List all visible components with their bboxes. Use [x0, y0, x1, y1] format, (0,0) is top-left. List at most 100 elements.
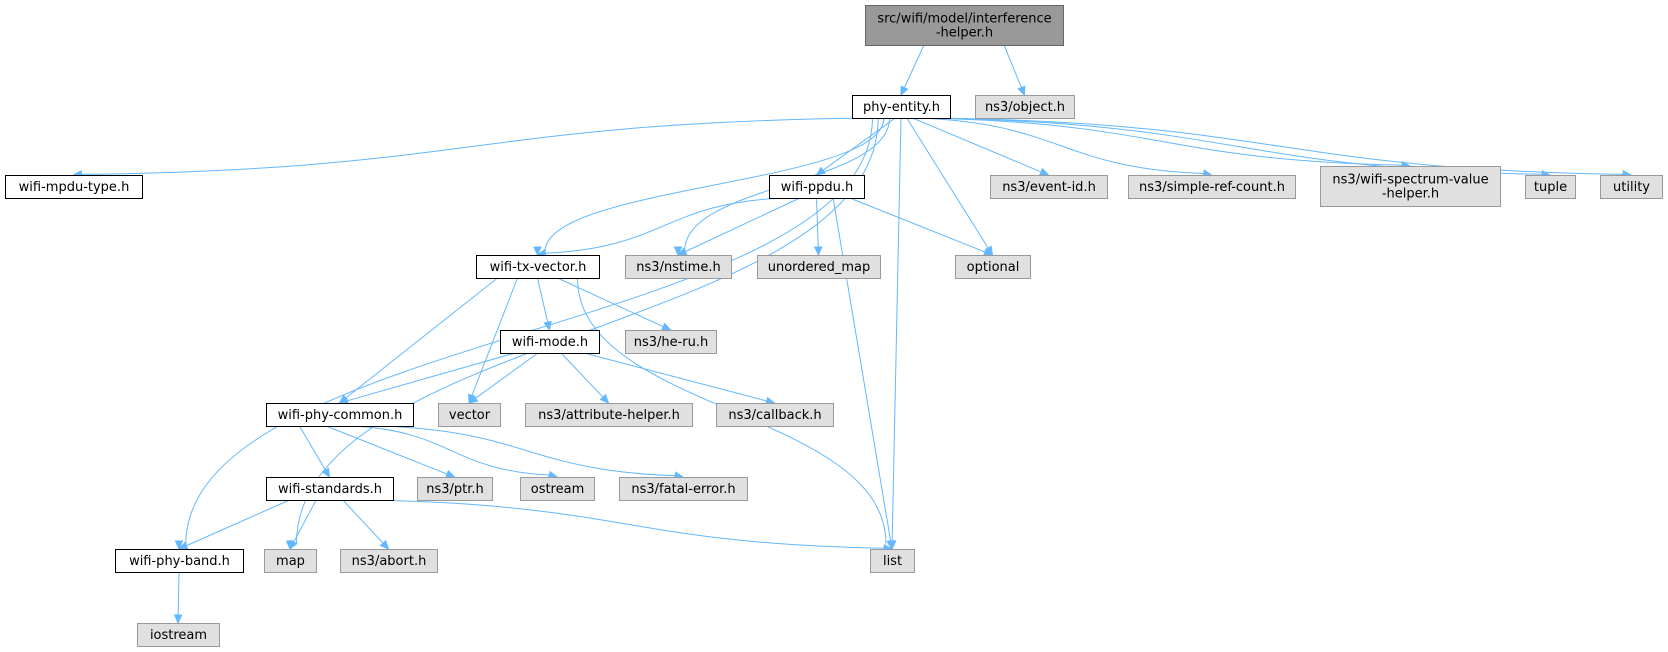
edge-src-wifi-model-interference-helper-h-to-ns3-object-h	[1003, 44, 1022, 88]
node-box	[525, 403, 693, 427]
node-wifi-mpdu-type-h[interactable]: wifi-mpdu-type.h	[5, 175, 143, 199]
arrowhead-ns3-attribute-helper-h	[599, 393, 610, 404]
node-box	[1320, 166, 1501, 207]
node-label: utility	[1613, 180, 1650, 195]
arrowhead-iostream	[173, 614, 183, 625]
node-wifi-ppdu-h[interactable]: wifi-ppdu.h	[769, 175, 865, 199]
node-box	[769, 175, 865, 199]
edge-wifi-tx-vector-h-to-wifi-phy-common-h	[345, 277, 498, 399]
edge-wifi-tx-vector-h-to-wifi-mode-h	[537, 277, 549, 323]
edge-wifi-ppdu-h-to-optional	[849, 197, 986, 253]
node-box	[865, 5, 1064, 46]
node-list: list	[870, 549, 915, 573]
node-label: map	[276, 554, 305, 569]
node-label: tuple	[1534, 180, 1567, 195]
node-label: -helper.h	[936, 26, 993, 41]
edges-layer	[72, 44, 1633, 625]
node-box	[716, 403, 834, 427]
node-wifi-tx-vector-h[interactable]: wifi-tx-vector.h	[476, 255, 600, 279]
arrowhead-ns3-ptr-h	[445, 469, 456, 478]
arrowhead-phy-entity-h	[900, 85, 909, 97]
node-wifi-mode-h[interactable]: wifi-mode.h	[500, 330, 600, 354]
arrowhead-wifi-tx-vector-h	[533, 246, 542, 257]
nodes-layer: src/wifi/model/interference-helper.h phy-…	[5, 5, 1663, 647]
arrowhead-map	[289, 539, 298, 551]
node-box	[955, 255, 1031, 279]
arrowhead-ns3-abort-h	[379, 539, 390, 550]
edge-wifi-phy-common-h-to-ns3-ptr-h	[325, 425, 448, 475]
node-src-wifi-model-interference-helper-h[interactable]: src/wifi/model/interference-helper.h	[865, 5, 1064, 46]
node-ostream: ostream	[520, 477, 595, 501]
node-ns3-abort-h: ns3/abort.h	[340, 549, 438, 573]
arrowhead-ns3-nstime-h	[676, 247, 688, 256]
edge-phy-entity-h-to-list	[891, 117, 902, 542]
node-wifi-standards-h[interactable]: wifi-standards.h	[266, 477, 394, 501]
edge-wifi-tx-vector-h-to-vector	[471, 277, 518, 396]
edge-phy-entity-h-to-tuple	[929, 117, 1543, 175]
edge-phy-entity-h-to-ns3-event-id-h	[912, 117, 1042, 173]
node-wifi-phy-common-h[interactable]: wifi-phy-common.h	[266, 403, 414, 427]
node-unordered-map: unordered_map	[757, 255, 881, 279]
edge-wifi-standards-h-to-list	[369, 499, 885, 549]
node-ns3-ptr-h: ns3/ptr.h	[417, 477, 493, 501]
node-box	[1600, 175, 1663, 199]
node-wifi-phy-band-h[interactable]: wifi-phy-band.h	[115, 549, 244, 573]
node-label: ns3/he-ru.h	[634, 335, 709, 350]
node-box	[520, 477, 595, 501]
node-box	[870, 549, 915, 573]
node-box	[417, 477, 493, 501]
node-label: ns3/simple-ref-count.h	[1139, 180, 1285, 195]
edge-phy-entity-h-to-wifi-ppdu-h	[822, 117, 896, 171]
node-box	[137, 623, 220, 647]
node-box	[625, 255, 732, 279]
node-label: ns3/nstime.h	[636, 260, 720, 275]
node-ns3-fatal-error-h: ns3/fatal-error.h	[619, 477, 748, 501]
node-ns3-nstime-h: ns3/nstime.h	[625, 255, 732, 279]
node-label: optional	[967, 260, 1020, 275]
node-box	[266, 403, 414, 427]
node-box	[1525, 175, 1576, 199]
edge-wifi-ppdu-h-to-unordered-map	[816, 197, 819, 248]
edge-wifi-tx-vector-h-to-ns3-he-ru-h	[557, 277, 664, 328]
node-box	[438, 403, 501, 427]
arrowhead-ns3-he-ru-h	[660, 322, 672, 331]
edge-wifi-standards-h-to-wifi-phy-band-h	[186, 499, 290, 547]
arrowhead-unordered-map	[813, 246, 823, 257]
node-label: list	[883, 554, 902, 569]
edge-wifi-phy-common-h-to-wifi-standards-h	[299, 425, 326, 471]
edge-wifi-mode-h-to-vector	[475, 352, 539, 399]
arrowhead-wifi-standards-h	[321, 467, 331, 479]
edge-wifi-standards-h-to-map	[293, 499, 317, 543]
node-label: wifi-ppdu.h	[781, 180, 854, 195]
node-label: wifi-phy-band.h	[129, 554, 230, 569]
node-label: -helper.h	[1382, 187, 1439, 202]
node-ns3-attribute-helper-h: ns3/attribute-helper.h	[525, 403, 693, 427]
node-box	[990, 175, 1108, 199]
node-ns3-he-ru-h: ns3/he-ru.h	[625, 330, 717, 354]
node-label: wifi-phy-common.h	[278, 408, 403, 423]
node-box	[115, 549, 244, 573]
node-label: ns3/ptr.h	[426, 482, 484, 497]
node-ns3-simple-ref-count-h: ns3/simple-ref-count.h	[1128, 175, 1296, 199]
node-box	[852, 95, 951, 119]
node-label: unordered_map	[768, 260, 871, 275]
node-utility: utility	[1600, 175, 1663, 199]
node-box	[5, 175, 143, 199]
node-label: iostream	[150, 628, 207, 643]
node-label: ns3/event-id.h	[1002, 180, 1096, 195]
node-label: wifi-mpdu-type.h	[19, 180, 130, 195]
arrowhead-wifi-phy-band-h	[177, 541, 189, 550]
edge-wifi-phy-common-h-to-ostream	[352, 425, 550, 476]
node-box	[476, 255, 600, 279]
arrowhead-list	[887, 540, 897, 551]
node-iostream: iostream	[137, 623, 220, 647]
node-ns3-object-h: ns3/object.h	[975, 95, 1075, 119]
node-label: wifi-tx-vector.h	[490, 260, 587, 275]
node-phy-entity-h[interactable]: phy-entity.h	[852, 95, 951, 119]
edge-wifi-ppdu-h-to-ns3-nstime-h	[685, 197, 801, 253]
node-tuple: tuple	[1525, 175, 1576, 199]
node-label: wifi-mode.h	[512, 335, 588, 350]
edge-wifi-mode-h-to-ns3-attribute-helper-h	[560, 352, 604, 398]
node-box	[264, 549, 317, 573]
